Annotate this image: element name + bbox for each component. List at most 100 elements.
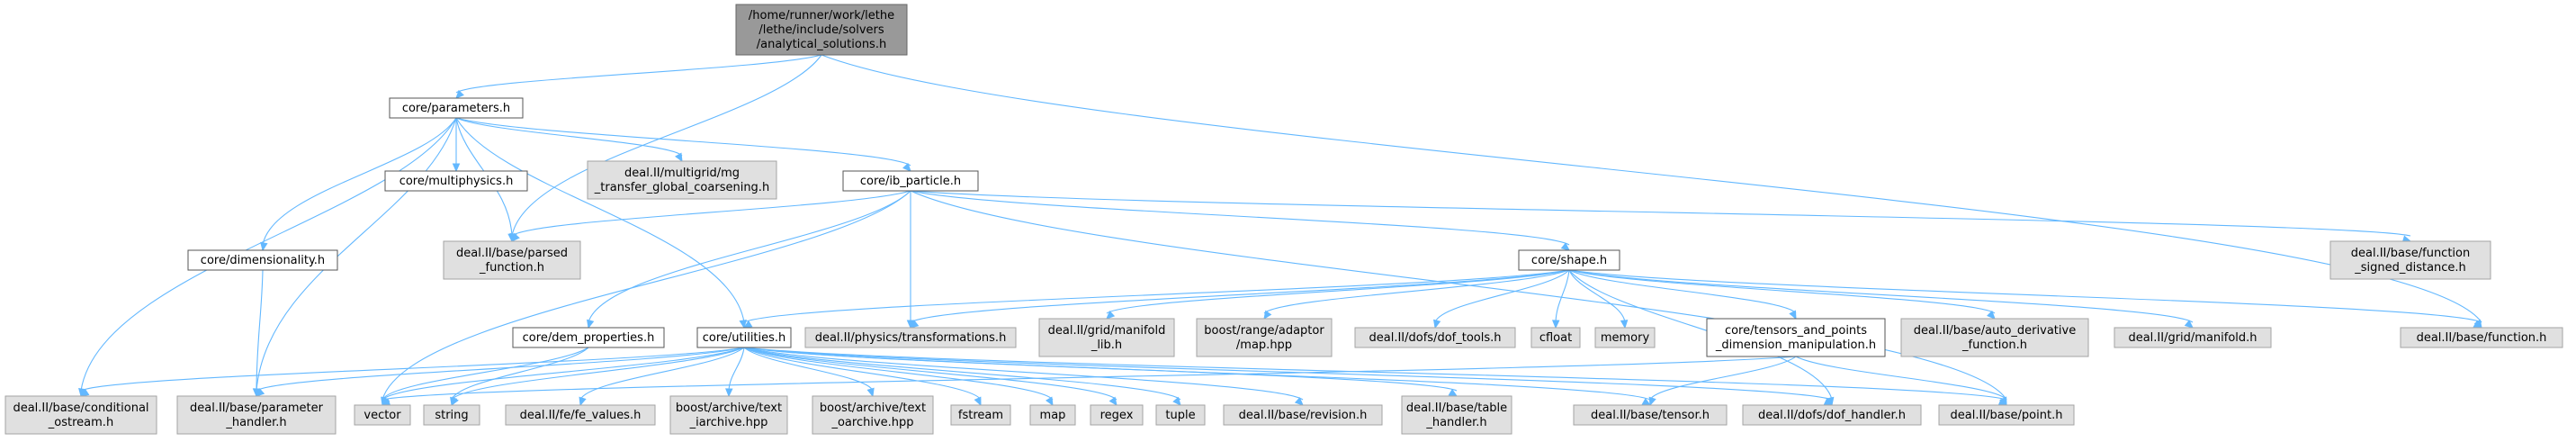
edge-utilities-to-conditional_ostream (79, 347, 745, 397)
node-label: vector (364, 409, 401, 422)
edge-line (256, 347, 745, 392)
node-ib-particle[interactable]: core/ib_particle.h (842, 170, 979, 192)
node-parameters[interactable]: core/parameters.h (389, 97, 524, 119)
node-label: deal.II/dofs/dof_tools.h (1369, 331, 1502, 345)
node-label: cfloat (1539, 331, 1572, 345)
edge-arrowhead (1648, 396, 1656, 407)
node-revision[interactable]: deal.II/base/revision.h (1223, 404, 1383, 426)
edge-line (455, 117, 683, 157)
edge-arrowhead (1789, 310, 1797, 320)
node-box (1029, 404, 1076, 426)
node-function-sd[interactable]: deal.II/base/function_signed_distance.h (2329, 240, 2491, 280)
edge-ib_particle-to-dem_properties (587, 190, 911, 329)
node-map-hpp[interactable]: boost/range/adaptor/map.hpp (1196, 318, 1333, 357)
edge-ib_particle-to-shape (910, 190, 1570, 251)
edge-shape-to-cfloat (1551, 269, 1570, 329)
edge-arrowhead (260, 241, 268, 252)
edge-arrowhead (1551, 320, 1560, 329)
node-fe-values[interactable]: deal.II/fe/fe_values.h (505, 404, 656, 426)
node-grid-manifold-lib[interactable]: deal.II/grid/manifold_lib.h (1038, 318, 1175, 357)
edge-ib_particle-to-vector (381, 190, 911, 407)
node-dem-properties[interactable]: core/dem_properties.h (512, 327, 665, 348)
node-vector[interactable]: vector (354, 404, 411, 426)
edge-arrowhead (742, 320, 753, 329)
edge-line (381, 347, 589, 401)
node-table-handler[interactable]: deal.II/base/table_handler.h (1401, 395, 1512, 435)
edge-line (910, 269, 1570, 323)
edge-line (1555, 269, 1570, 323)
node-box (443, 240, 581, 280)
node-tensor[interactable]: deal.II/base/tensor.h (1573, 404, 1728, 426)
node-tuple[interactable]: tuple (1155, 404, 1206, 426)
edge-line (1568, 269, 2194, 323)
node-layer: /home/runner/work/lethe/lethe/include/so… (4, 4, 2563, 435)
node-fstream[interactable]: fstream (950, 404, 1011, 426)
edge-arrowhead (452, 163, 461, 173)
node-box (1038, 318, 1175, 357)
node-box (696, 327, 792, 348)
node-dof-handler[interactable]: deal.II/dofs/dof_handler.h (1742, 404, 1922, 426)
node-label: deal.II/base/revision.h (1239, 409, 1368, 422)
node-label: boost/range/adaptor (1204, 324, 1324, 338)
edge-line (455, 117, 911, 167)
node-box (735, 4, 908, 56)
edge-line (80, 347, 745, 392)
node-label: deal.II/base/function (2351, 247, 2470, 260)
node-string[interactable]: string (423, 404, 480, 426)
node-label: deal.II/base/parameter (190, 401, 324, 415)
node-auto-derivative[interactable]: deal.II/base/auto_derivative_function.h (1900, 318, 2089, 357)
edge-line (511, 190, 911, 237)
edge-line (743, 347, 2007, 401)
edge-line (451, 347, 745, 401)
node-parsed-function[interactable]: deal.II/base/parsed_function.h (443, 240, 581, 280)
node-text-oarchive[interactable]: boost/archive/text_oarchive.hpp (812, 395, 934, 435)
edge-shape-to-map_hpp (1263, 269, 1570, 320)
edge-line (728, 347, 745, 392)
edge-line (1649, 356, 1797, 401)
node-parameter-handler[interactable]: deal.II/base/parameter_handler.h (176, 395, 337, 435)
node-label: core/utilities.h (703, 331, 786, 345)
edge-arrowhead (910, 320, 920, 329)
edge-line (381, 190, 911, 401)
node-text-iarchive[interactable]: boost/archive/text_iarchive.hpp (669, 395, 788, 435)
node-label: _dimension_manipulation.h (1715, 338, 1876, 352)
node-map[interactable]: map (1029, 404, 1076, 426)
node-cfloat[interactable]: cfloat (1530, 327, 1581, 348)
node-shape[interactable]: core/shape.h (1518, 249, 1620, 271)
node-label: _oarchive.hpp (830, 416, 913, 429)
node-dimensionality[interactable]: core/dimensionality.h (187, 249, 338, 271)
edge-utilities-to-revision (743, 347, 1304, 406)
node-mg-transfer[interactable]: deal.II/multigrid/mg_transfer_global_coa… (587, 160, 777, 200)
edge-arrowhead (675, 152, 683, 163)
node-box (512, 327, 665, 348)
edge-parameters-to-multiphysics (452, 117, 461, 173)
node-regex[interactable]: regex (1090, 404, 1144, 426)
edge-line (1568, 269, 1797, 314)
node-label: tuple (1165, 409, 1195, 422)
edge-arrowhead (1172, 396, 1181, 406)
node-label: boost/archive/text (676, 401, 782, 415)
edge-utilities-to-map (743, 347, 1054, 407)
node-transformations[interactable]: deal.II/physics/transformations.h (804, 327, 1017, 348)
edge-line (511, 54, 822, 237)
node-multiphysics[interactable]: core/multiphysics.h (384, 170, 528, 192)
edge-shape-to-utilities (742, 269, 1570, 329)
node-utilities[interactable]: core/utilities.h (696, 327, 792, 348)
node-conditional-ostream[interactable]: deal.II/base/conditional_ostream.h (4, 395, 157, 435)
edge-line (588, 190, 911, 323)
edge-utilities-to-vector (381, 347, 745, 407)
node-box (4, 395, 157, 435)
node-box (2400, 327, 2563, 348)
node-point[interactable]: deal.II/base/point.h (1938, 404, 2075, 426)
node-dof-tools[interactable]: deal.II/dofs/dof_tools.h (1354, 327, 1516, 348)
node-memory[interactable]: memory (1594, 327, 1656, 348)
edge-line (743, 347, 1833, 401)
edge-arrowhead (1045, 396, 1054, 407)
node-base-function[interactable]: deal.II/base/function.h (2400, 327, 2563, 348)
edge-line (743, 347, 1054, 401)
edge-utilities-to-parameter_handler (256, 347, 745, 397)
node-grid-manifold[interactable]: deal.II/grid/manifold.h (2114, 327, 2272, 348)
node-tensors-points[interactable]: core/tensors_and_points_dimension_manipu… (1706, 318, 1886, 357)
edge-line (1568, 269, 1996, 314)
edge-line (1568, 269, 2482, 323)
